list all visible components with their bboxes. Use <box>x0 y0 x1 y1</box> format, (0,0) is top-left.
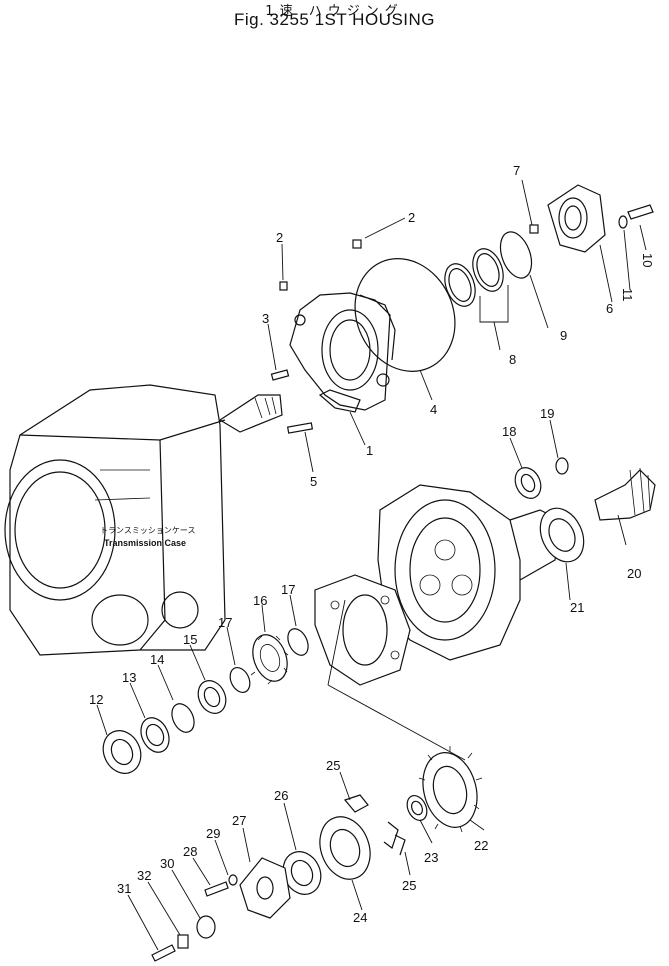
pin-part-3 <box>270 369 290 381</box>
callout-16: 16 <box>253 593 267 608</box>
callout-22: 22 <box>474 838 488 853</box>
callout-14: 14 <box>150 652 164 667</box>
washer-part-11 <box>618 215 628 229</box>
callout-32: 32 <box>137 868 151 883</box>
snap-ring-part-17b <box>287 628 309 656</box>
seal-rings-part-8 <box>444 248 504 307</box>
callout-15: 15 <box>183 632 197 647</box>
callout-17-lower: 17 <box>218 615 232 630</box>
gear-part-22 <box>417 746 483 833</box>
cage-part-24 <box>319 816 371 880</box>
callout-13: 13 <box>122 670 136 685</box>
plug-part-2 <box>279 239 362 291</box>
callout-25-upper: 25 <box>326 758 340 773</box>
callout-28: 28 <box>183 844 197 859</box>
washer-part-29 <box>228 874 238 886</box>
pin-part-5 <box>286 422 314 434</box>
callout-9: 9 <box>560 328 567 343</box>
callout-6: 6 <box>606 301 613 316</box>
cover-part-6 <box>547 184 606 253</box>
case-label-japanese: トランスミッションケース <box>100 526 195 535</box>
lock-plate-part-32 <box>177 934 189 949</box>
washer-part-23 <box>406 795 428 821</box>
figure-title-japanese: 1速 ハウジング <box>265 4 404 19</box>
snap-ring-part-14 <box>171 703 195 733</box>
bearing-part-12 <box>102 730 142 774</box>
bearing-part-18 <box>514 467 542 499</box>
gasket-plate <box>314 574 411 686</box>
callout-numbers: 2 2 3 4 5 1 7 6 9 8 11 10 18 19 20 21 12… <box>89 163 655 925</box>
callout-8: 8 <box>509 352 516 367</box>
callout-23: 23 <box>424 850 438 865</box>
callout-4: 4 <box>430 402 437 417</box>
case-label: Transmission Case <box>104 538 186 548</box>
bolt-part-10 <box>627 204 654 220</box>
callout-2-upper-right: 2 <box>408 210 415 225</box>
callout-25-lower: 25 <box>402 878 416 893</box>
callout-27: 27 <box>232 813 246 828</box>
callout-19: 19 <box>540 406 554 421</box>
callout-24: 24 <box>353 910 367 925</box>
retainer-part-27 <box>239 857 291 919</box>
spacer-part-13 <box>140 717 170 753</box>
leader-lines <box>96 179 647 951</box>
transmission-case: トランスミッションケース Transmission Case <box>4 384 283 656</box>
nut-part-7 <box>529 224 539 234</box>
callout-20: 20 <box>627 566 641 581</box>
callout-1: 1 <box>366 443 373 458</box>
callout-5: 5 <box>310 474 317 489</box>
callout-7: 7 <box>513 163 520 178</box>
callout-12: 12 <box>89 692 103 707</box>
housing-casting <box>377 484 561 661</box>
first-housing-part-1 <box>289 292 396 413</box>
callout-21: 21 <box>570 600 584 615</box>
shaft-gear-part-20 <box>594 467 656 521</box>
snap-ring-part-17a <box>229 667 251 693</box>
bolt-part-31 <box>151 944 176 962</box>
clips-part-25 <box>343 794 406 856</box>
callout-2-upper-left: 2 <box>276 230 283 245</box>
callout-26: 26 <box>274 788 288 803</box>
washer-part-30 <box>196 915 216 939</box>
gear-part-16 <box>250 634 289 685</box>
callout-11: 11 <box>620 288 635 302</box>
callout-17-upper: 17 <box>281 582 295 597</box>
callout-3: 3 <box>262 311 269 326</box>
callout-18: 18 <box>502 424 516 439</box>
figure-title: Fig. 3255 1ST HOUSING <box>233 10 436 29</box>
snap-ring-part-19 <box>555 457 569 475</box>
callout-29: 29 <box>206 826 220 841</box>
callout-31: 31 <box>117 881 131 896</box>
callout-10: 10 <box>640 253 655 267</box>
bolt-part-28 <box>204 881 229 897</box>
o-ring-part-9 <box>499 231 533 279</box>
bearing-part-21 <box>539 507 585 563</box>
callout-30: 30 <box>160 856 174 871</box>
bearing-part-15 <box>197 680 227 714</box>
